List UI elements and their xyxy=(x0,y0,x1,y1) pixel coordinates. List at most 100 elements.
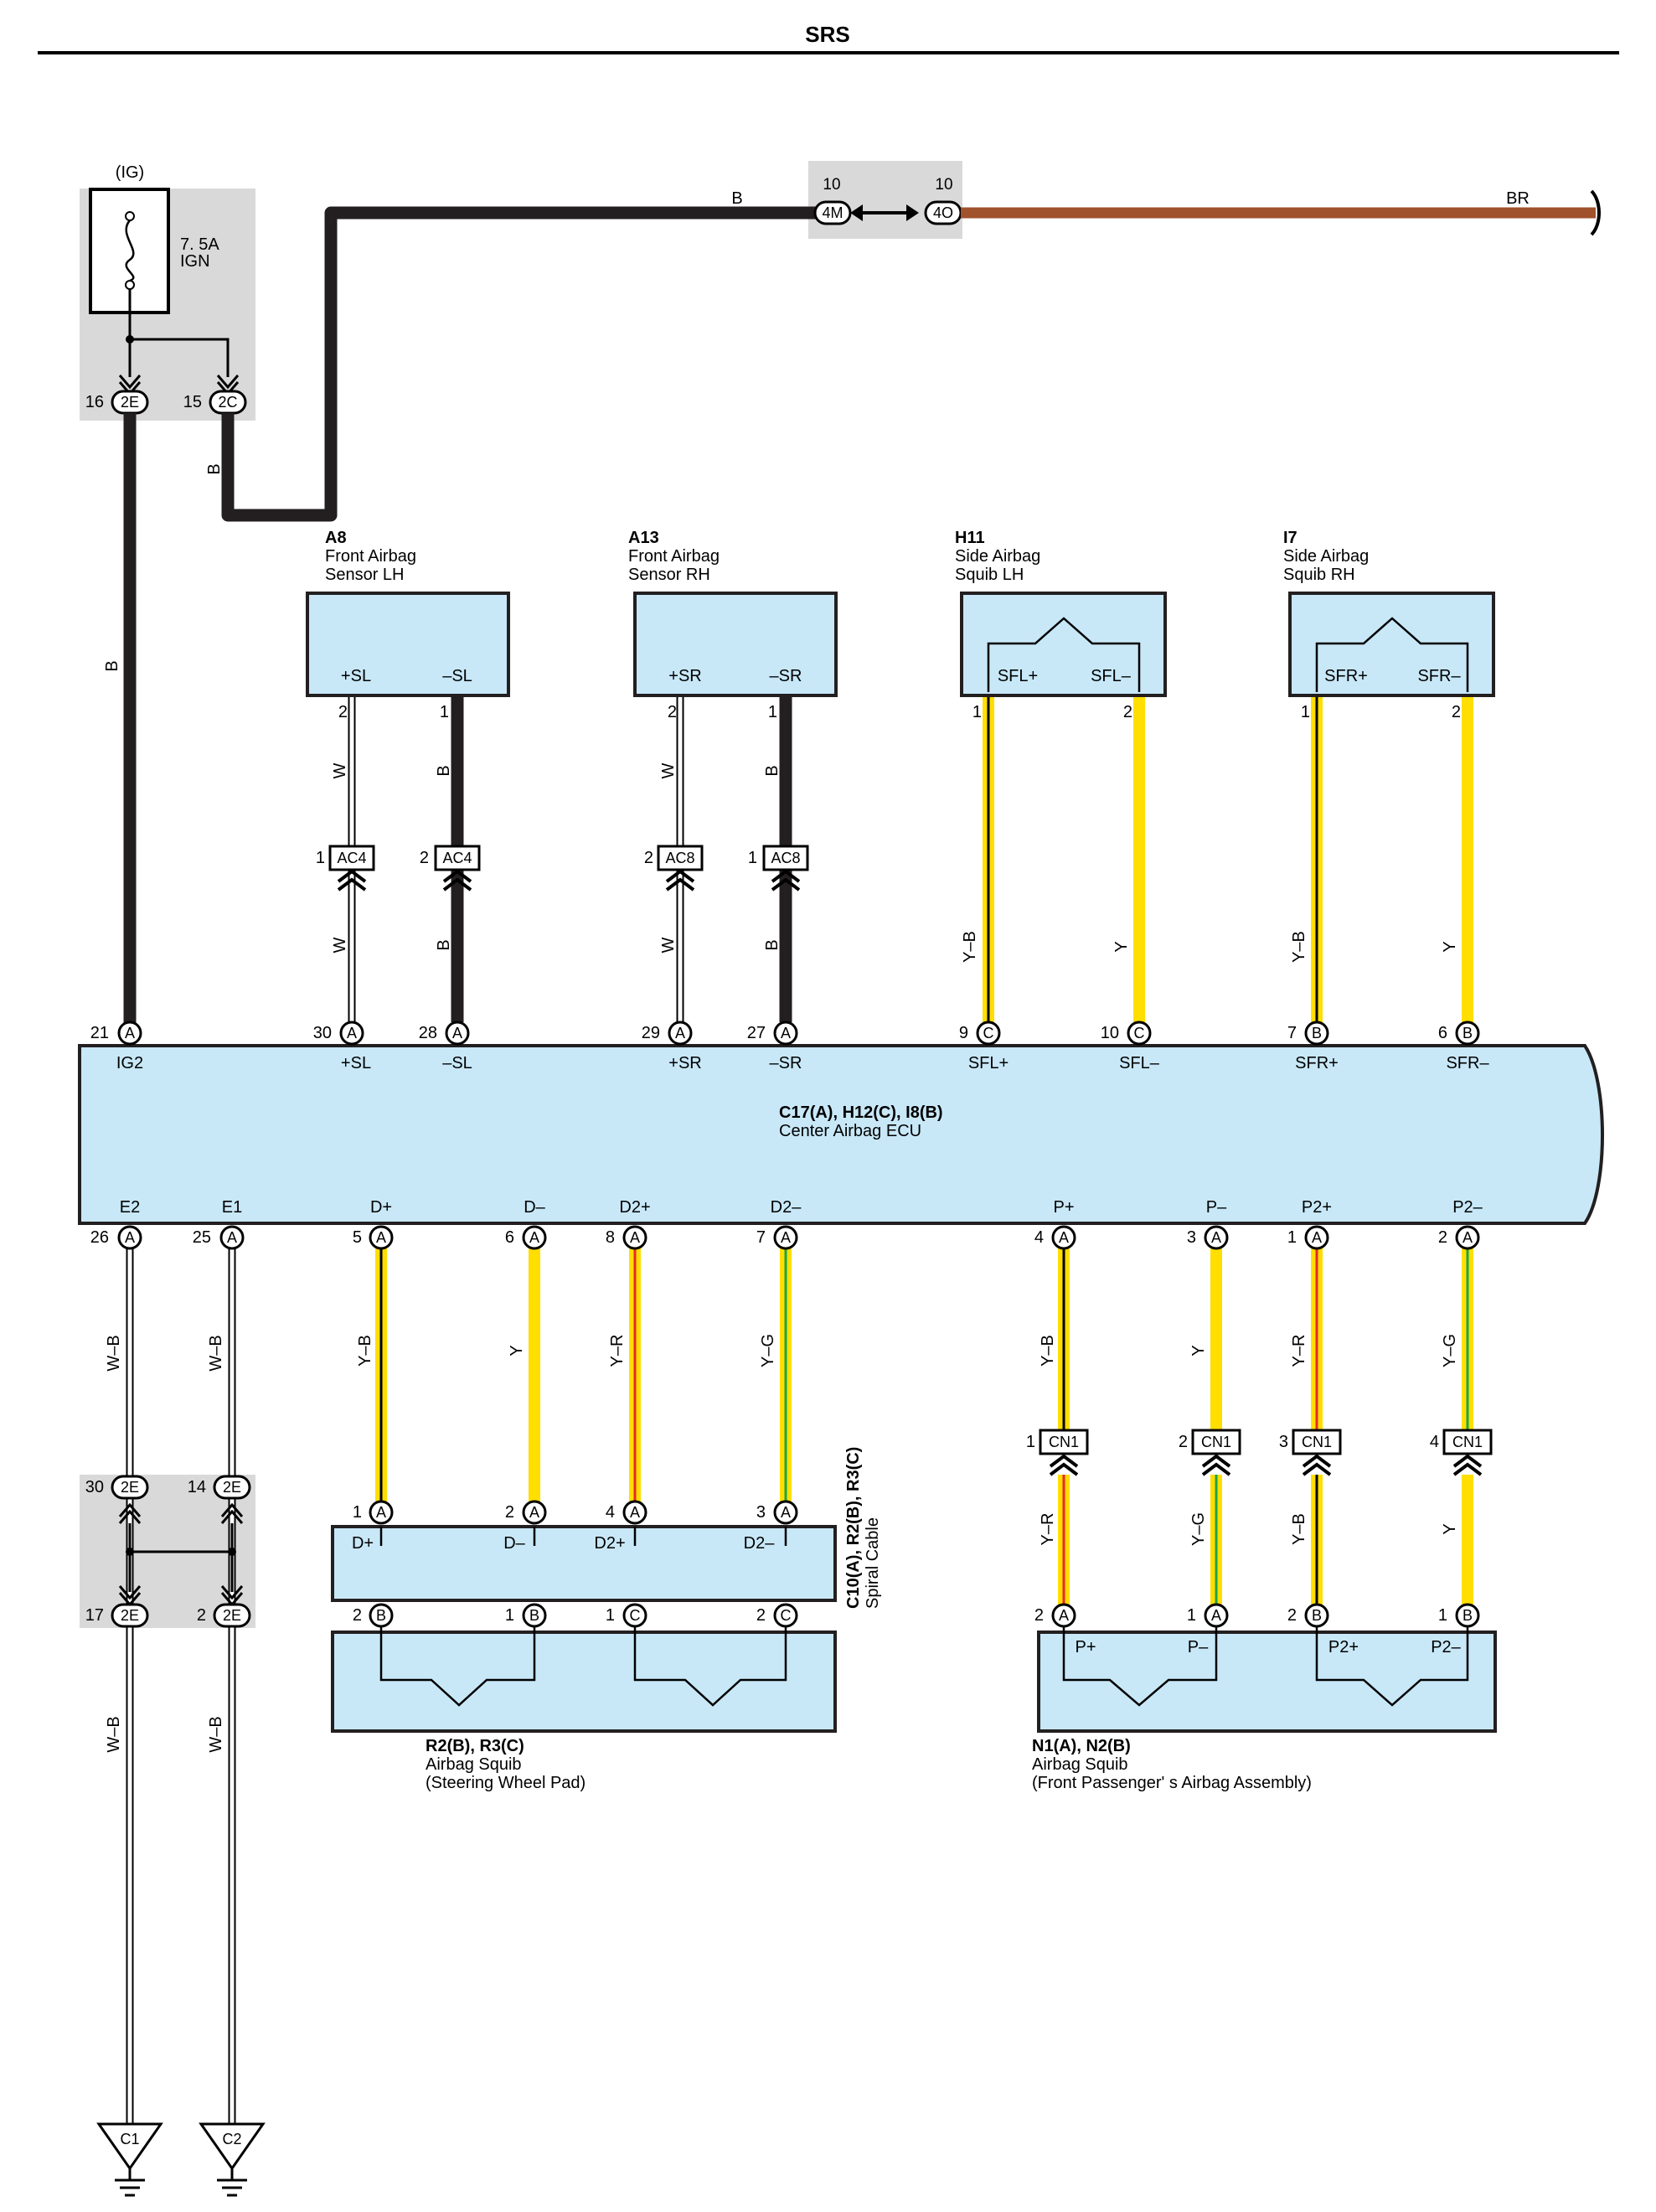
svg-text:P2–: P2– xyxy=(1452,1198,1483,1217)
svg-text:B: B xyxy=(1463,1025,1473,1041)
ecu-bottom-labels: E2 E1 D+ D– D2+ D2– P+ P– P2+ P2– xyxy=(120,1198,1483,1217)
svg-text:2: 2 xyxy=(644,849,653,867)
svg-text:4M: 4M xyxy=(822,204,843,221)
svg-text:Sensor RH: Sensor RH xyxy=(628,566,710,584)
svg-text:CN1: CN1 xyxy=(1452,1434,1483,1450)
svg-text:SFR+: SFR+ xyxy=(1324,667,1368,685)
svg-text:W–B: W–B xyxy=(207,1716,225,1752)
svg-text:A: A xyxy=(630,1504,640,1521)
svg-text:Spiral Cable: Spiral Cable xyxy=(864,1517,882,1609)
svg-text:Side Airbag: Side Airbag xyxy=(1283,547,1369,566)
svg-text:2E: 2E xyxy=(121,394,139,411)
svg-text:1: 1 xyxy=(748,849,757,867)
connector-2e-16: 16 2E xyxy=(85,390,149,415)
svg-text:A: A xyxy=(1211,1607,1221,1624)
svg-text:28: 28 xyxy=(419,1024,437,1042)
svg-text:P–: P– xyxy=(1206,1198,1227,1217)
svg-text:A: A xyxy=(781,1229,791,1246)
svg-text:Y–G: Y–G xyxy=(1189,1512,1208,1546)
svg-text:9: 9 xyxy=(959,1024,968,1042)
svg-text:A: A xyxy=(529,1504,539,1521)
svg-text:W–B: W–B xyxy=(105,1716,123,1752)
svg-text:D+: D+ xyxy=(352,1534,374,1553)
svg-text:1: 1 xyxy=(1301,703,1310,721)
ecu-pin-e1: 25 A xyxy=(193,1225,245,1250)
svg-text:SFR–: SFR– xyxy=(1446,1054,1489,1072)
svg-text:B: B xyxy=(529,1607,539,1624)
svg-text:2: 2 xyxy=(353,1606,362,1625)
svg-text:E1: E1 xyxy=(222,1198,242,1217)
svg-text:C: C xyxy=(630,1607,641,1624)
svg-text:6: 6 xyxy=(505,1228,514,1247)
connector-cn1-1: 1 CN1 xyxy=(1026,1429,1089,1476)
svg-text:SFL–: SFL– xyxy=(1119,1054,1160,1072)
svg-text:1: 1 xyxy=(505,1606,514,1625)
svg-text:25: 25 xyxy=(193,1228,211,1247)
connector-2c-15: 15 2C xyxy=(183,390,247,415)
page-title: SRS xyxy=(805,22,849,47)
svg-text:Sensor LH: Sensor LH xyxy=(325,566,405,584)
ecu-id: C17(A), H12(C), I8(B) xyxy=(779,1103,943,1122)
svg-text:10: 10 xyxy=(823,176,840,194)
svg-text:Airbag Squib: Airbag Squib xyxy=(426,1755,522,1774)
svg-text:1: 1 xyxy=(353,1503,362,1522)
svg-text:Y: Y xyxy=(1441,1523,1459,1534)
svg-text:W: W xyxy=(331,937,349,953)
svg-text:6: 6 xyxy=(1438,1024,1447,1042)
svg-text:B: B xyxy=(205,463,224,474)
connector-ac4-1: 1 AC4 xyxy=(316,845,375,892)
svg-text:A: A xyxy=(227,1229,237,1246)
connector-4o: 10 4O xyxy=(924,176,962,225)
svg-text:Airbag Squib: Airbag Squib xyxy=(1032,1755,1128,1774)
svg-text:A13: A13 xyxy=(628,529,659,547)
svg-text:Y–B: Y–B xyxy=(961,931,979,963)
svg-text:1: 1 xyxy=(606,1606,615,1625)
svg-text:B: B xyxy=(763,765,782,776)
svg-text:A: A xyxy=(376,1229,386,1246)
svg-text:2: 2 xyxy=(338,703,348,721)
component-h11-side-airbag-squib-lh: H11 Side Airbag Squib LH SFL+ SFL– xyxy=(955,529,1167,697)
svg-text:Squib RH: Squib RH xyxy=(1283,566,1355,584)
svg-text:H11: H11 xyxy=(955,529,985,547)
svg-text:29: 29 xyxy=(642,1024,660,1042)
svg-text:+SL: +SL xyxy=(341,1054,371,1072)
ecu-body xyxy=(78,1044,1604,1225)
svg-text:A: A xyxy=(529,1229,539,1246)
svg-text:B: B xyxy=(1463,1607,1473,1624)
svg-text:14: 14 xyxy=(188,1478,206,1496)
svg-text:Y–B: Y–B xyxy=(1039,1335,1057,1367)
svg-text:2: 2 xyxy=(668,703,677,721)
svg-text:1: 1 xyxy=(1026,1433,1035,1451)
airbag-squib-front-passenger: P+ P– P2+ P2– N1(A), N2(B) Airbag Squib … xyxy=(1032,1626,1497,1792)
svg-text:4: 4 xyxy=(606,1503,615,1522)
svg-text:7: 7 xyxy=(756,1228,766,1247)
svg-text:(Front Passenger' s Airbag Ass: (Front Passenger' s Airbag Assembly) xyxy=(1032,1774,1312,1792)
svg-text:4: 4 xyxy=(1430,1433,1439,1451)
svg-text:D2–: D2– xyxy=(744,1534,776,1553)
fuse-circuit-label: (IG) xyxy=(116,163,144,182)
svg-text:A: A xyxy=(1463,1229,1473,1246)
svg-text:A: A xyxy=(347,1025,357,1041)
svg-text:C1: C1 xyxy=(120,2131,139,2147)
svg-text:1: 1 xyxy=(316,849,325,867)
svg-text:A: A xyxy=(1059,1607,1069,1624)
svg-text:P2+: P2+ xyxy=(1328,1638,1359,1656)
svg-text:1: 1 xyxy=(1187,1606,1196,1625)
svg-text:A8: A8 xyxy=(325,529,347,547)
svg-text:B: B xyxy=(1312,1607,1322,1624)
svg-text:–SL: –SL xyxy=(442,1054,472,1072)
svg-text:3: 3 xyxy=(756,1503,766,1522)
svg-text:26: 26 xyxy=(90,1228,109,1247)
svg-text:W: W xyxy=(659,937,678,953)
component-i7-side-airbag-squib-rh: I7 Side Airbag Squib RH SFR+ SFR– xyxy=(1283,529,1495,697)
svg-text:1: 1 xyxy=(972,703,982,721)
svg-text:A: A xyxy=(630,1229,640,1246)
